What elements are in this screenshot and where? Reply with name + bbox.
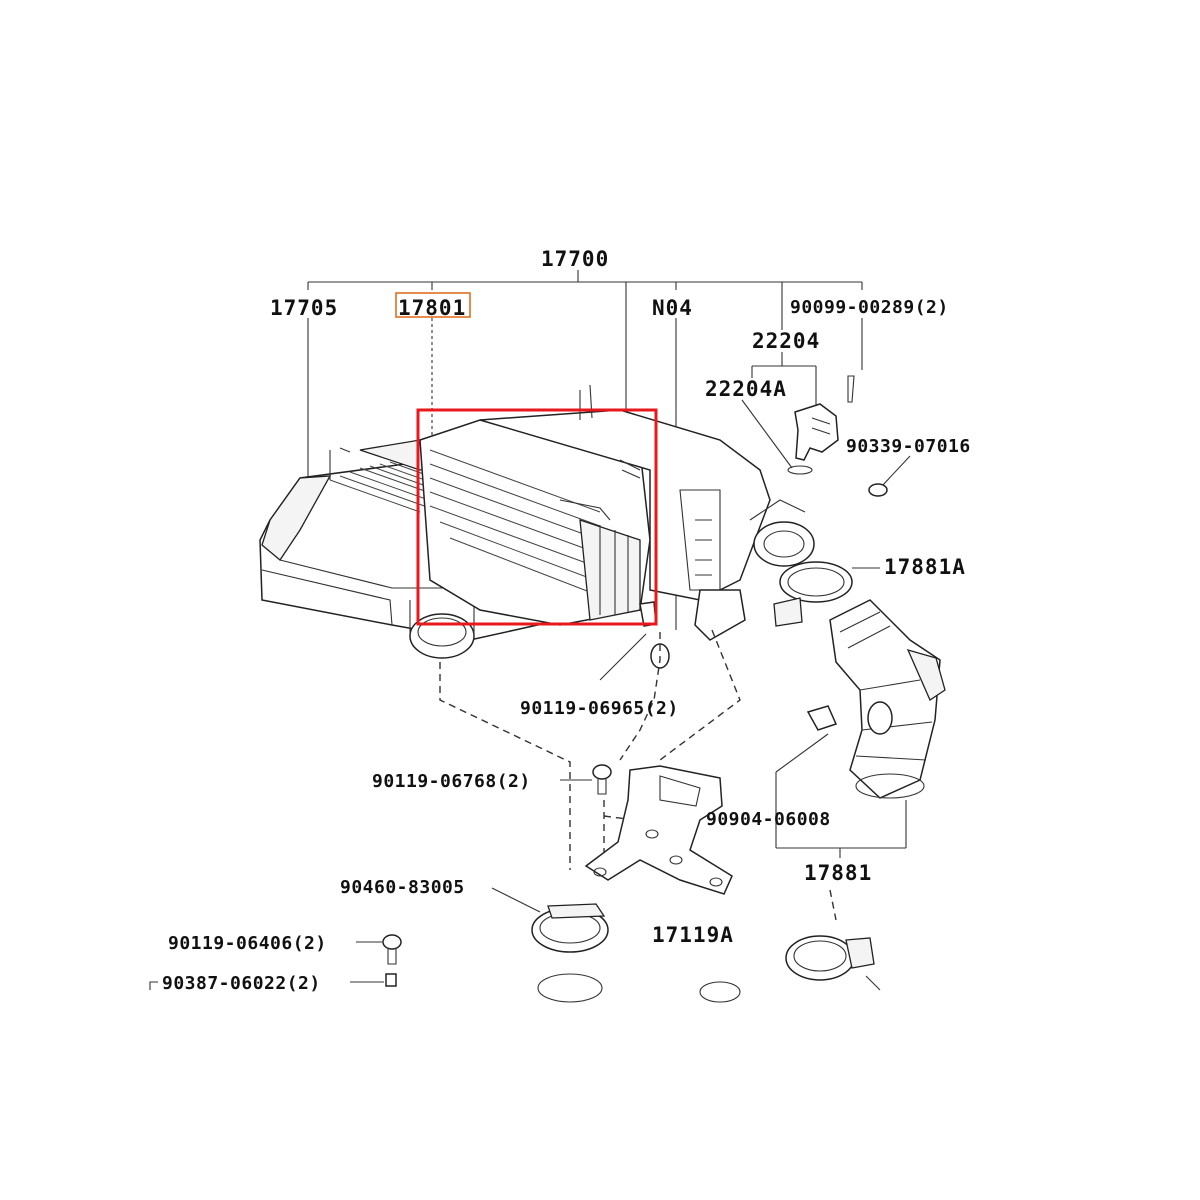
label-bolt-left: 90119-06768(2) — [372, 771, 531, 792]
label-bolt-low: 90119-06406(2) — [168, 933, 327, 954]
label-element: 17801 — [398, 296, 466, 320]
label-plug: 90339-07016 — [846, 436, 971, 457]
hose-clamp-a — [773, 561, 880, 627]
label-sensor: 22204 — [752, 329, 820, 353]
bolt-low-set — [149, 934, 402, 990]
label-hose: 17881 — [804, 861, 872, 885]
label-screw-top: 90099-00289(2) — [790, 297, 949, 318]
label-sensor-a: 22204A — [705, 377, 787, 401]
intake-hose — [775, 599, 946, 858]
band-clamp — [491, 887, 741, 1003]
air-flow-sensor — [787, 375, 888, 497]
label-housing: 17705 — [270, 296, 338, 320]
label-assembly: 17700 — [541, 247, 609, 271]
label-cushion: 90387-06022(2) — [162, 973, 321, 994]
label-grommet: 90904-06008 — [706, 809, 831, 830]
support-bracket — [584, 765, 733, 895]
label-band: 90460-83005 — [340, 877, 465, 898]
highlight-box — [416, 408, 658, 626]
label-n04: N04 — [652, 296, 693, 320]
lower-clamp — [785, 935, 881, 991]
bolt-left — [560, 764, 612, 795]
upper-cap — [479, 384, 815, 641]
label-bracket: 17119A — [652, 923, 734, 947]
label-clamp-a: 17881A — [884, 555, 966, 579]
label-bolt-mid: 90119-06965(2) — [520, 698, 679, 719]
element-callout-box — [395, 292, 471, 318]
